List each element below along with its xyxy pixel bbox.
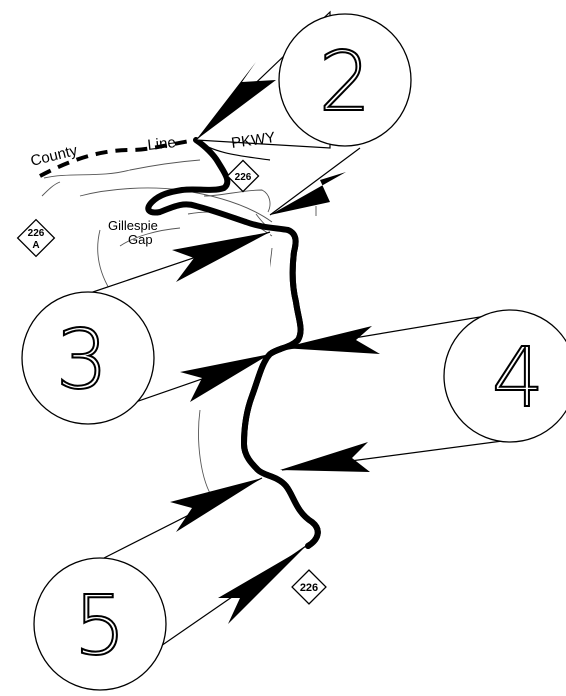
arrow-view-4-top — [282, 326, 380, 354]
arrow-view-4-bottom — [280, 442, 370, 472]
svg-text:226: 226 — [300, 582, 318, 594]
svg-text:226: 226 — [28, 228, 45, 239]
view-direction-arrows — [170, 62, 380, 624]
viewpoint-3-number: 3 — [56, 313, 108, 408]
viewpoint-3-circle — [21, 291, 155, 425]
highway-226-route-foreground — [241, 227, 321, 549]
label-county: County — [29, 142, 80, 170]
arrow-view-5-top — [170, 478, 262, 532]
viewpoint-4-circle — [443, 309, 566, 443]
arrow-view-2-bottom — [270, 172, 346, 215]
svg-text:226: 226 — [235, 172, 252, 183]
viewpoint-2-number: 2 — [319, 35, 371, 130]
viewpoint-4-number: 4 — [492, 331, 544, 426]
label-pkwy: PKWY — [230, 129, 276, 152]
viewpoint-5-circle — [33, 557, 167, 691]
label-gillespie: Gillespie — [108, 218, 158, 233]
county-line-boundary — [39, 138, 197, 178]
route-shield-226a: 226 A — [16, 218, 56, 258]
route-shield-226-lower: 226 — [291, 569, 327, 605]
arrow-view-2-top — [196, 62, 276, 140]
label-gap: Gap — [128, 232, 153, 247]
label-line: Line — [147, 134, 177, 154]
route-shield-226-upper: 226 — [226, 159, 260, 193]
arrow-view-3-top — [172, 232, 270, 282]
viewpoint-5-number: 5 — [74, 579, 126, 674]
svg-text:A: A — [32, 240, 39, 251]
arrow-view-3-bottom — [180, 354, 270, 402]
arrow-view-5-bottom — [218, 548, 304, 624]
viewpoint-2-circle — [278, 13, 412, 147]
